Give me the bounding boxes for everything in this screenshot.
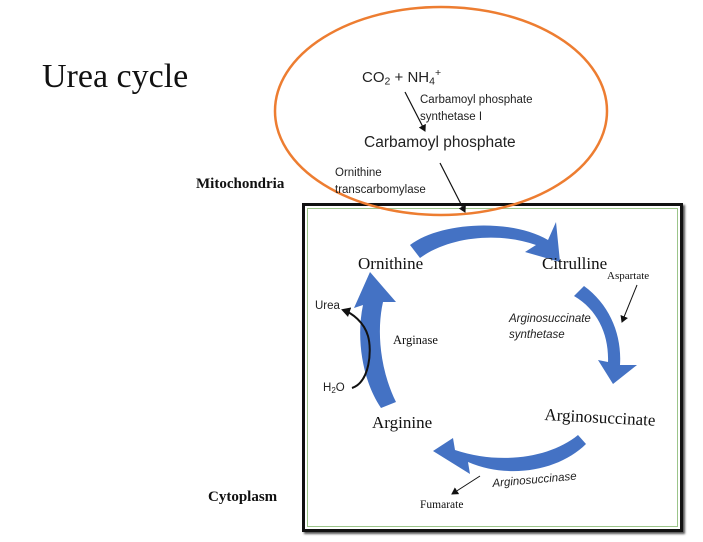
enzyme-otc-line1: Ornithine xyxy=(335,167,382,179)
enzyme-cps-line1: Carbamoyl phosphate xyxy=(420,94,533,106)
nh4-label: + NH xyxy=(390,68,430,86)
enzyme-ass-line2: synthetase xyxy=(509,329,565,341)
urea-label: Urea xyxy=(315,300,340,312)
metabolite-arginine: Arginine xyxy=(372,413,433,432)
cytoplasm-box-inner-border xyxy=(307,208,678,527)
enzyme-cps-line2: synthetase I xyxy=(420,111,483,123)
co2-label: CO xyxy=(362,68,385,86)
cytoplasm-label: Cytoplasm xyxy=(208,489,278,505)
enzyme-ass-line1: Arginosuccinate xyxy=(509,313,591,325)
water-subscript: 2 xyxy=(331,386,336,395)
cps-reaction-arrow xyxy=(404,91,426,132)
arrow-ornithine-to-citrulline xyxy=(410,222,560,262)
water-label: H2O xyxy=(323,382,345,395)
metabolite-ornithine: Ornithine xyxy=(358,254,424,273)
enzyme-otc: Ornithine transcarbomylase xyxy=(335,165,426,199)
nh4-subscript: 4 xyxy=(429,75,435,88)
otc-reaction-arrow xyxy=(439,162,466,213)
aspartate-input-arrow xyxy=(620,284,638,323)
mitochondria-outline xyxy=(273,5,609,217)
water-h: H xyxy=(323,382,332,394)
enzyme-cps: Carbamoyl phosphate synthetase I xyxy=(420,92,533,126)
co2-subscript: 2 xyxy=(384,75,391,88)
diagram-title: Urea cycle xyxy=(42,58,189,95)
fumarate-output-arrow xyxy=(451,475,481,495)
arrow-citrulline-to-arginosuccinate xyxy=(574,286,637,384)
arrow-arginosuccinate-to-arginine xyxy=(433,435,586,474)
fumarate-label: Fumarate xyxy=(420,499,464,511)
arrow-arginine-to-ornithine xyxy=(354,272,396,408)
enzyme-otc-line2: transcarbomylase xyxy=(335,184,426,196)
mitochondria-label: Mitochondria xyxy=(196,176,285,192)
water-o: O xyxy=(335,382,345,394)
enzyme-arginase: Arginase xyxy=(393,333,438,347)
arginase-hydrolysis-arrow xyxy=(341,307,371,389)
carbamoyl-phosphate-label: Carbamoyl phosphate xyxy=(364,134,516,151)
substrates-co2-nh4: CO2 + NH4+ xyxy=(362,67,441,87)
aspartate-label: Aspartate xyxy=(607,270,650,282)
enzyme-arginosuccinate-synthetase: Arginosuccinate synthetase xyxy=(509,311,591,343)
nh4-superscript: + xyxy=(434,67,442,79)
metabolite-citrulline: Citrulline xyxy=(542,254,608,273)
